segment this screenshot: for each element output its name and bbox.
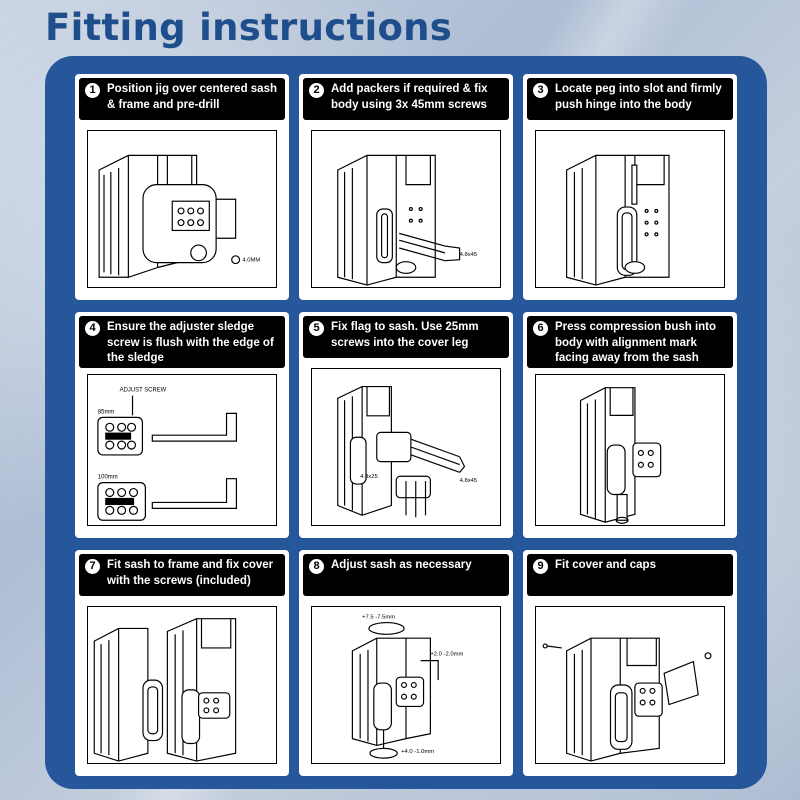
- step-header: 4 Ensure the adjuster sledge screw is fl…: [79, 316, 285, 368]
- instructions-panel: 1 Position jig over centered sash & fram…: [45, 56, 767, 789]
- step-number: 5: [309, 321, 324, 336]
- step-4-illustration: ADJUST SCREW 85mm 100mm: [87, 374, 277, 526]
- label-adjust-screw: ADJUST SCREW: [120, 388, 167, 394]
- step-7-illustration: [87, 606, 277, 764]
- step-instruction: Position jig over centered sash & frame …: [107, 83, 277, 111]
- step-instruction: Adjust sash as necessary: [331, 559, 472, 571]
- sledge-screw-drawing: ADJUST SCREW 85mm 100mm: [97, 388, 238, 521]
- step-4: 4 Ensure the adjuster sledge screw is fl…: [75, 312, 289, 538]
- step-3-illustration: [535, 130, 725, 288]
- step-5: 5 Fix flag to sash. Use 25mm screws into…: [299, 312, 513, 538]
- step-number: 3: [533, 83, 548, 98]
- step-6: 6 Press compression bush into body with …: [523, 312, 737, 538]
- step-8: 8 Adjust sash as necessary +7.: [299, 550, 513, 776]
- step-header: 1 Position jig over centered sash & fram…: [79, 78, 285, 120]
- step-header: 2 Add packers if required & fix body usi…: [303, 78, 509, 120]
- label-85mm: 85mm: [98, 409, 115, 415]
- hinge-peg-drawing: [566, 154, 670, 286]
- label-drill-size: 4.0MM: [242, 258, 260, 264]
- label-lateral-adjust: +2.0 -2.0mm: [430, 652, 463, 658]
- step-1: 1 Position jig over centered sash & fram…: [75, 74, 289, 300]
- step-instruction: Press compression bush into body with al…: [555, 321, 717, 364]
- step-number: 9: [533, 559, 548, 574]
- step-number: 1: [85, 83, 100, 98]
- label-100mm: 100mm: [98, 475, 118, 481]
- step-header: 8 Adjust sash as necessary: [303, 554, 509, 596]
- step-instruction: Fit sash to frame and fix cover with the…: [107, 559, 274, 587]
- step-header: 5 Fix flag to sash. Use 25mm screws into…: [303, 316, 509, 358]
- cover-caps-drawing: [542, 637, 712, 762]
- step-9: 9 Fit cover and caps: [523, 550, 737, 776]
- label-45mm-screw: 4.8x45: [460, 478, 478, 484]
- label-screw-size: 4.8x45: [460, 252, 478, 258]
- step-8-illustration: +7.5 -7.5mm +2.0 -2.0mm +4.0 -1.0mm: [311, 606, 501, 764]
- step-instruction: Locate peg into slot and firmly push hin…: [555, 83, 722, 111]
- flag-sash-drawing: 4.8x25 4.8x45: [337, 385, 478, 518]
- sash-cover-drawing: [93, 618, 237, 762]
- packers-screws-drawing: 4.8x45: [337, 154, 478, 286]
- compression-bush-drawing: [579, 387, 662, 524]
- step-number: 7: [85, 559, 100, 574]
- label-25mm-screw: 4.8x25: [360, 474, 378, 480]
- step-6-illustration: [535, 374, 725, 526]
- step-5-illustration: 4.8x25 4.8x45: [311, 368, 501, 526]
- step-instruction: Ensure the adjuster sledge screw is flus…: [107, 321, 274, 364]
- step-2-illustration: 4.8x45: [311, 130, 501, 288]
- step-9-illustration: [535, 606, 725, 764]
- jig-drawing: 4.0MM: [98, 154, 260, 278]
- step-3: 3 Locate peg into slot and firmly push h…: [523, 74, 737, 300]
- step-header: 3 Locate peg into slot and firmly push h…: [527, 78, 733, 120]
- step-number: 2: [309, 83, 324, 98]
- step-header: 7 Fit sash to frame and fix cover with t…: [79, 554, 285, 596]
- step-header: 6 Press compression bush into body with …: [527, 316, 733, 368]
- label-height-adjust: +7.5 -7.5mm: [362, 615, 395, 621]
- step-instruction: Add packers if required & fix body using…: [331, 83, 488, 111]
- step-7: 7 Fit sash to frame and fix cover with t…: [75, 550, 289, 776]
- step-number: 6: [533, 321, 548, 336]
- step-number: 8: [309, 559, 324, 574]
- step-2: 2 Add packers if required & fix body usi…: [299, 74, 513, 300]
- step-number: 4: [85, 321, 100, 336]
- step-header: 9 Fit cover and caps: [527, 554, 733, 596]
- step-1-illustration: 4.0MM: [87, 130, 277, 288]
- sash-adjustment-drawing: +7.5 -7.5mm +2.0 -2.0mm +4.0 -1.0mm: [351, 615, 463, 759]
- step-instruction: Fix flag to sash. Use 25mm screws into t…: [331, 321, 479, 349]
- page-title: Fitting instructions: [45, 6, 453, 49]
- step-instruction: Fit cover and caps: [555, 559, 656, 571]
- label-compression-adjust: +4.0 -1.0mm: [401, 749, 434, 755]
